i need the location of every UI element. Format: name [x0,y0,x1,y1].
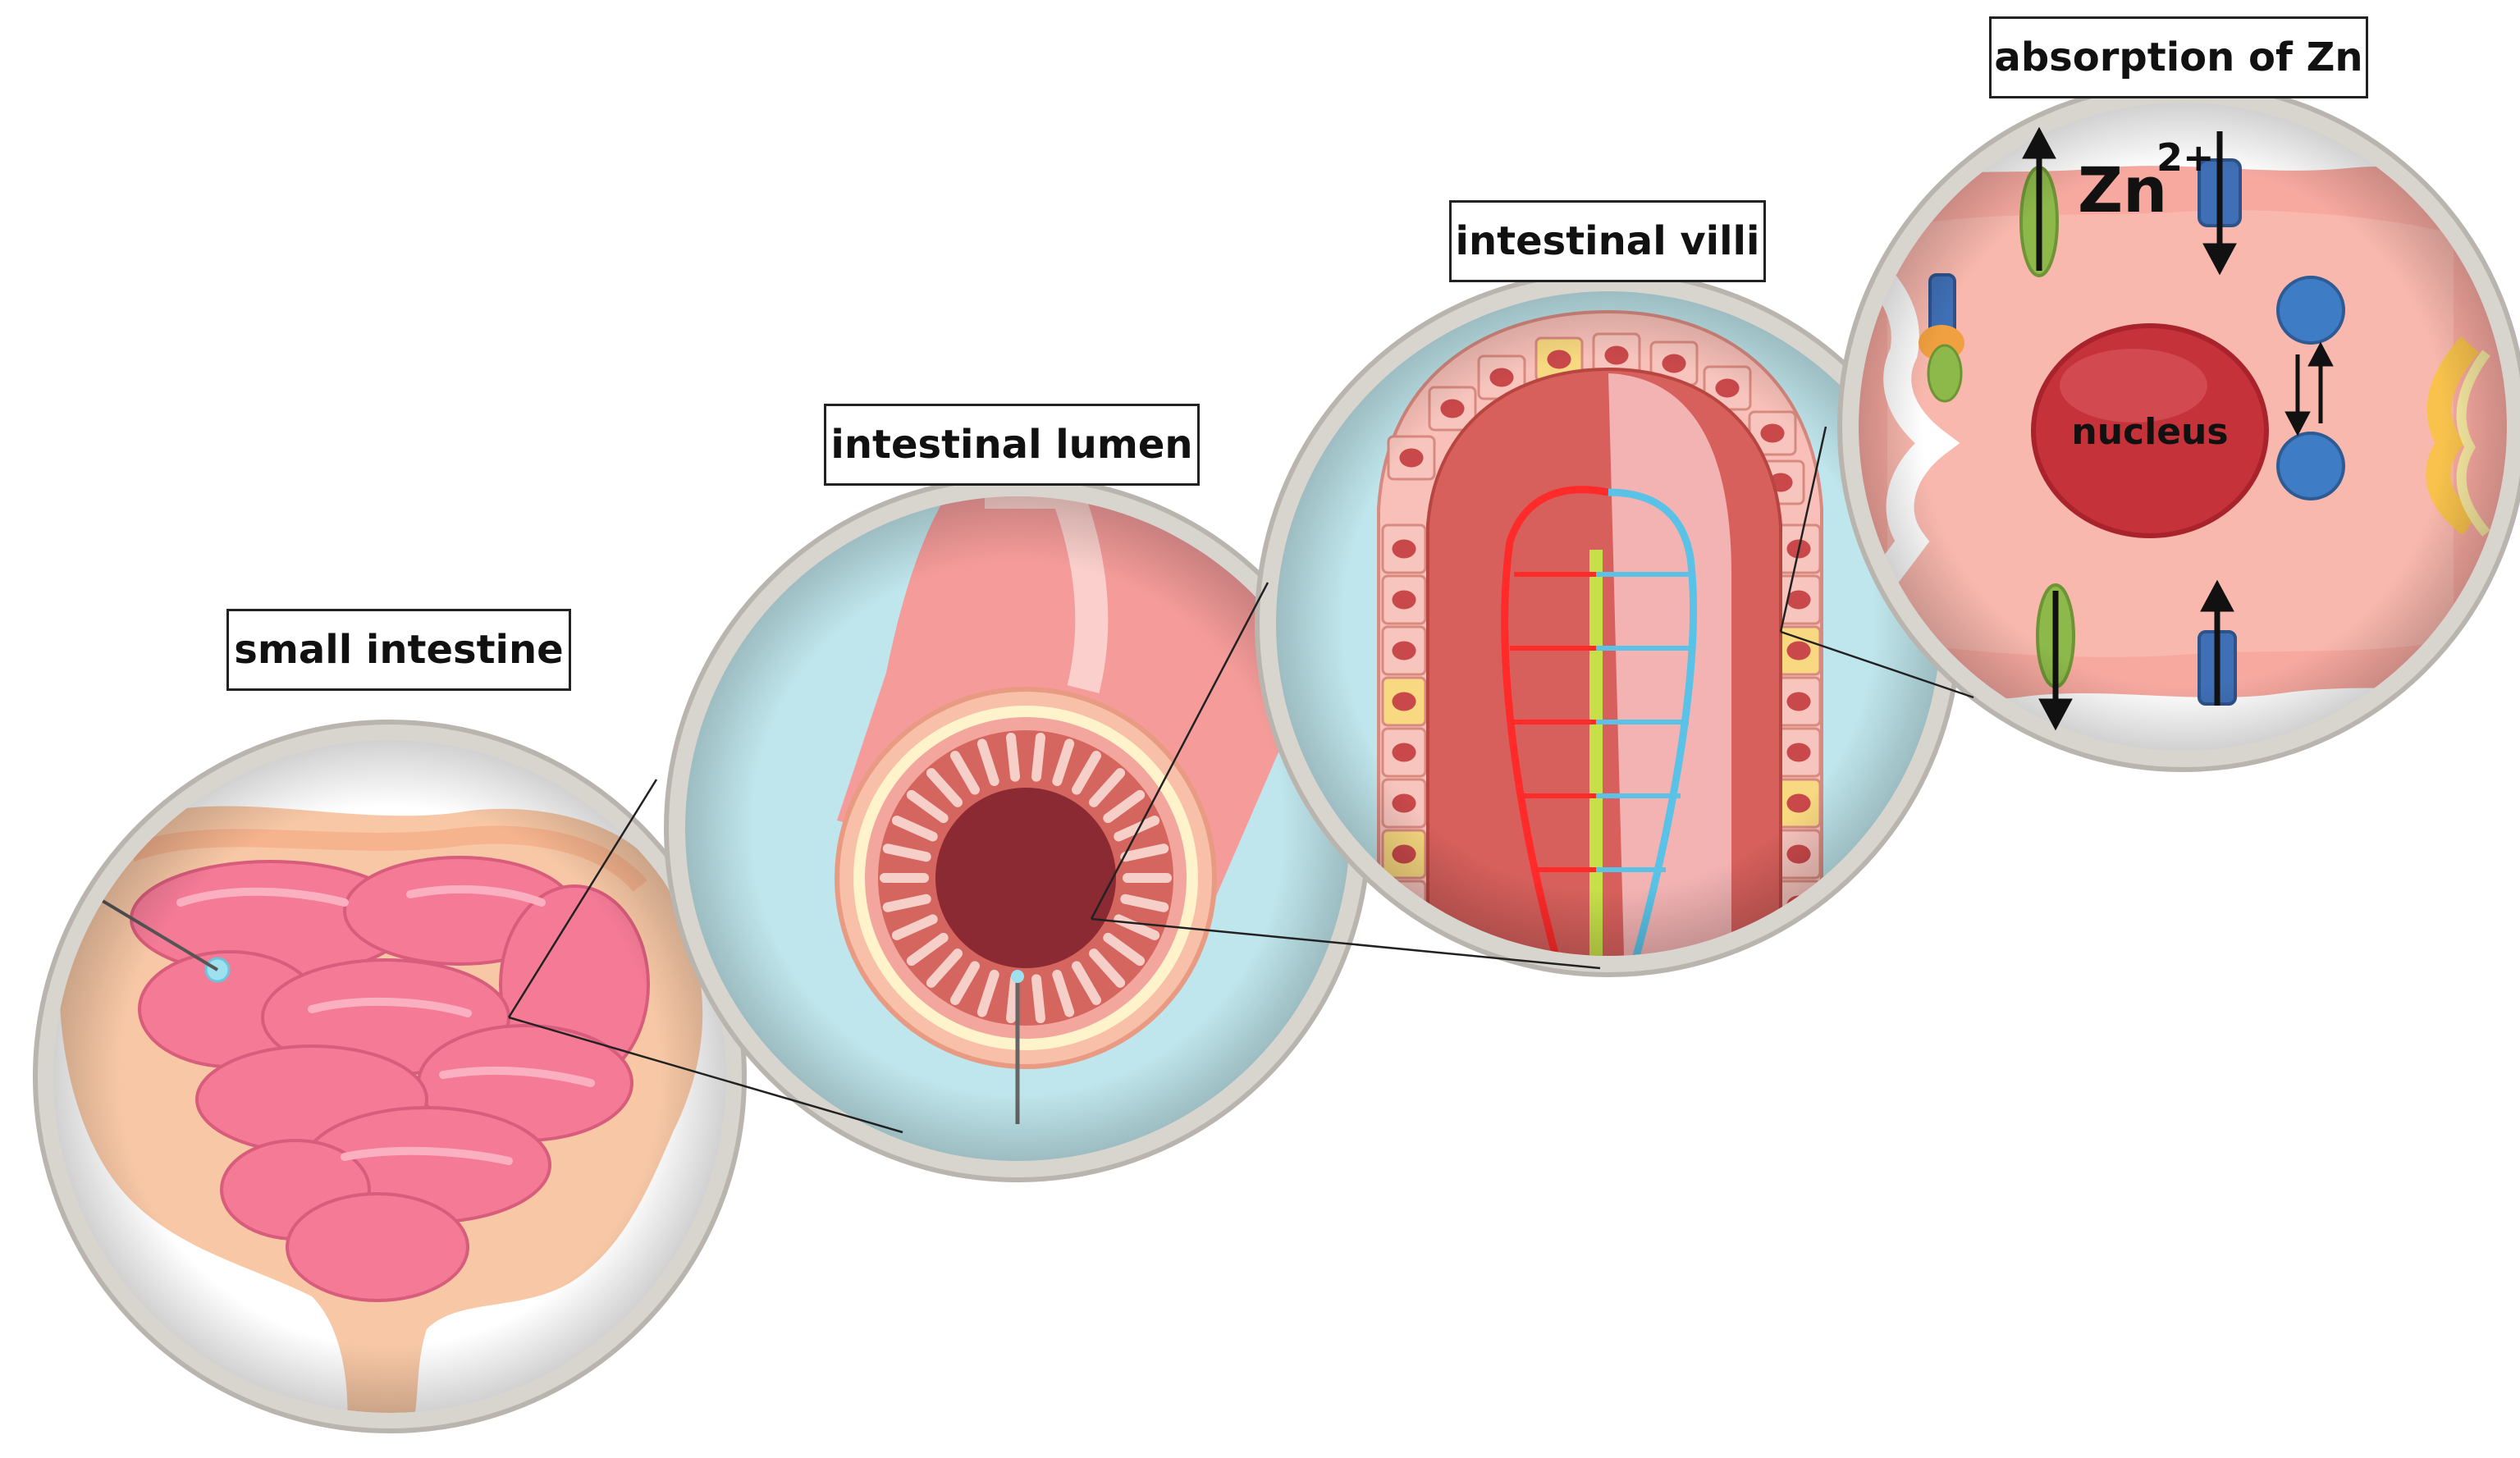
zn-ion-charge: 2+ [2156,135,2215,180]
nucleus-label: nucleus [2071,411,2228,453]
label-small-intestine: small intestine [226,609,571,691]
transport-arrows [2022,126,2334,731]
label-intestinal-villi: intestinal villi [1449,200,1766,282]
epithelial-cell [1776,930,1822,956]
lens-intestinal-lumen [664,475,1371,1182]
zoom-connectors [507,426,1974,1134]
lens-absorption-zn: Zn 2+ nucleus [1837,81,2520,772]
label-intestinal-lumen: intestinal lumen [824,404,1200,486]
label-absorption-zn: absorption of Zn [1989,16,2368,98]
cell-nucleus [1786,946,1811,956]
epithelial-cell [1381,930,1427,956]
zn-ion-label: Zn [2078,153,2167,226]
lens-small-intestine [33,720,747,1433]
